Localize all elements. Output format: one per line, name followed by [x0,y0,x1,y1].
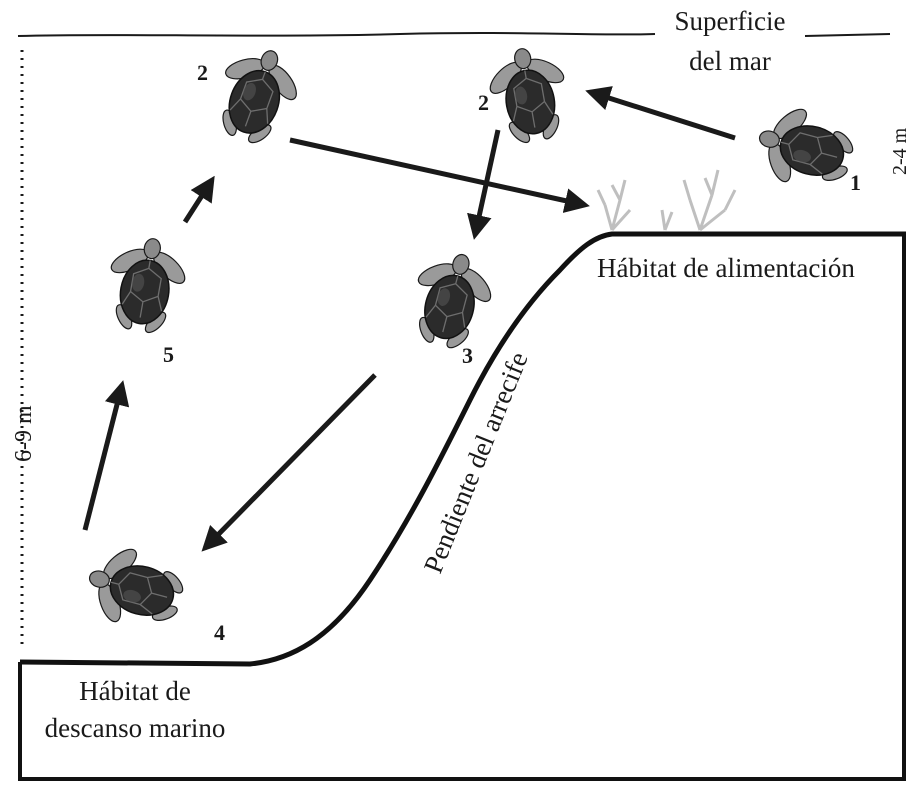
reef-slope-label: Pendiente del arrecife [418,348,534,577]
depth-label-right: 2-4 m [889,127,906,175]
arrow-2-to-feeding [290,140,585,205]
turtle-icon-2a [201,37,312,156]
turtle-icon-3 [398,244,503,358]
turtle-number-5: 5 [163,342,174,367]
turtle-icon-4 [79,536,193,641]
turtle-icon-1 [749,96,863,201]
surface-label-line2: del mar [689,46,771,76]
arrow-3-to-4 [205,375,375,548]
resting-habitat-label-line2: descanso marino [45,713,226,743]
turtle-number-1: 1 [850,170,861,195]
movement-arrows [85,92,735,548]
resting-habitat-label-line1: Hábitat de [79,676,191,706]
arrow-4-to-5 [85,385,122,530]
arrow-5-to-2 [185,180,212,222]
turtle-number-3: 3 [462,343,473,368]
depth-label-left: 6-9 m [11,405,37,462]
turtle-number-2b: 2 [478,90,489,115]
turtle-number-2a: 2 [197,60,208,85]
feeding-habitat-label: Hábitat de alimentación [597,253,855,283]
turtle-icon-5 [96,232,195,341]
arrow-1-to-2 [590,92,735,138]
surface-label-line1: Superficie [675,6,786,36]
coral-illustration [598,170,735,230]
sea-surface-line [18,33,655,36]
sea-surface-line-right [805,34,890,36]
turtle-number-4: 4 [214,620,225,645]
